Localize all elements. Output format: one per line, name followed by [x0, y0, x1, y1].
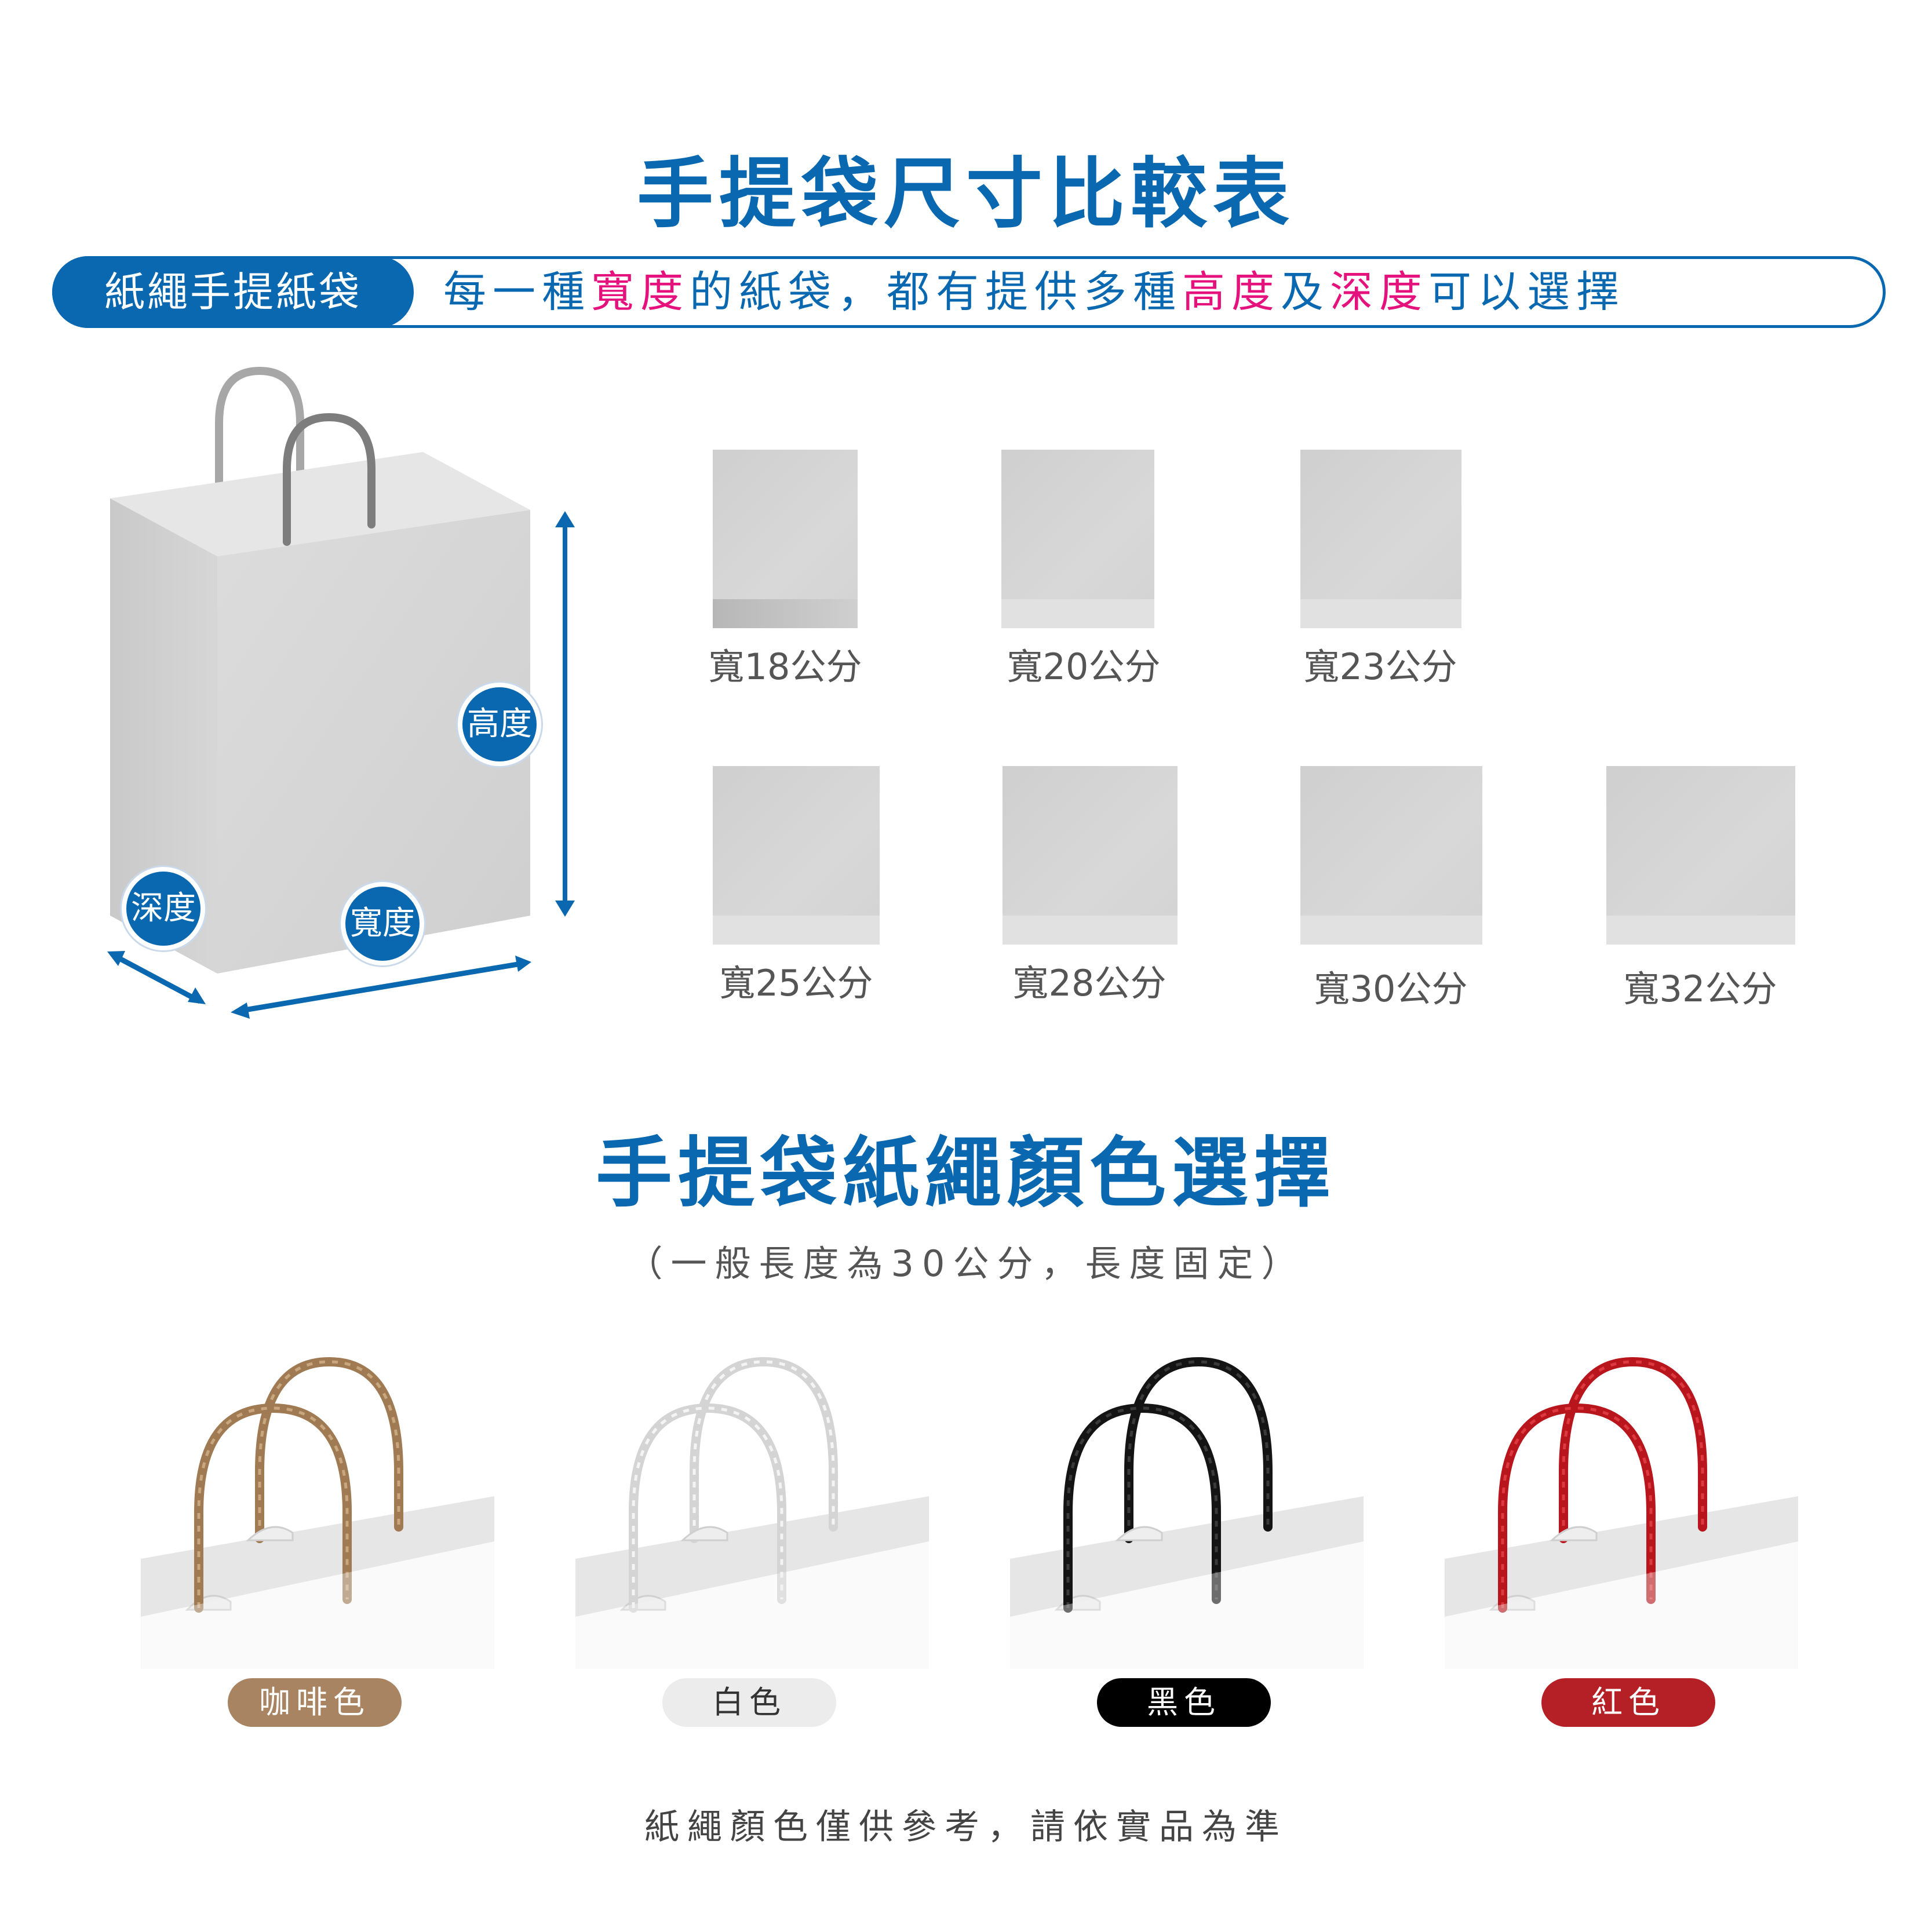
size-swatch-30 [1300, 766, 1482, 945]
height-badge: 高度 [458, 683, 541, 766]
front-handle-icon [283, 413, 376, 546]
info-banner: 紙繩手提紙袋 每一種寬度的紙袋，都有提供多種高度及深度可以選擇 [52, 256, 1886, 328]
banner-product-label: 紙繩手提紙袋 [52, 256, 414, 328]
size-swatch-20 [1001, 450, 1154, 628]
rope-color-label-coffee: 咖啡色 [228, 1678, 402, 1727]
rope-color-label-red: 紅色 [1541, 1678, 1715, 1727]
size-label: 寬32公分 [1623, 968, 1777, 1010]
width-arrow-icon [231, 956, 531, 1019]
height-arrow-icon [555, 511, 575, 917]
depth-arrow-icon [107, 951, 206, 1004]
rope-color-label-black: 黑色 [1097, 1678, 1271, 1727]
width-badge: 寬度 [341, 882, 424, 965]
size-label: 寬20公分 [1007, 646, 1161, 688]
size-swatch-25 [713, 766, 880, 945]
rope-bag-red-icon [1445, 1357, 1798, 1669]
rope-bag-white-icon [575, 1357, 929, 1669]
banner-description: 每一種寬度的紙袋，都有提供多種高度及深度可以選擇 [443, 259, 1625, 325]
back-handle-icon [215, 366, 304, 505]
size-swatch-28 [1003, 766, 1178, 945]
rope-section-title: 手提袋紙繩顏色選擇 [596, 1129, 1336, 1218]
size-swatch-18 [713, 450, 858, 628]
rope-bag-black-icon [1010, 1357, 1364, 1669]
banner-text-part: 的紙袋，都有提供多種 [690, 267, 1182, 317]
depth-badge: 深度 [122, 867, 205, 950]
banner-highlight-width: 寬度 [591, 267, 690, 317]
size-label: 寬28公分 [1012, 962, 1167, 1004]
banner-text-part: 可以選擇 [1428, 267, 1625, 317]
size-label: 寬25公分 [719, 962, 873, 1004]
size-swatch-23 [1300, 450, 1461, 628]
rope-color-label-white: 白色 [662, 1678, 836, 1727]
size-swatch-32 [1606, 766, 1795, 945]
disclaimer-note: 紙繩顏色僅供參考，請依實品為準 [644, 1807, 1288, 1847]
bag-side-face [110, 498, 217, 974]
rope-section-subtitle: （一般長度為30公分，長度固定） [626, 1242, 1306, 1285]
banner-highlight-depth: 深度 [1330, 267, 1428, 317]
page-title: 手提袋尺寸比較表 [637, 150, 1295, 239]
bag-front-face [217, 510, 530, 974]
size-label: 寬23公分 [1303, 646, 1457, 688]
banner-highlight-height: 高度 [1182, 267, 1281, 317]
size-label: 寬30公分 [1314, 968, 1468, 1010]
banner-text-part: 每一種 [443, 267, 591, 317]
rope-bag-coffee-icon [141, 1357, 494, 1669]
banner-text-part: 及 [1281, 267, 1330, 317]
bag-dimension-diagram [107, 366, 575, 1019]
size-label: 寬18公分 [708, 646, 862, 688]
